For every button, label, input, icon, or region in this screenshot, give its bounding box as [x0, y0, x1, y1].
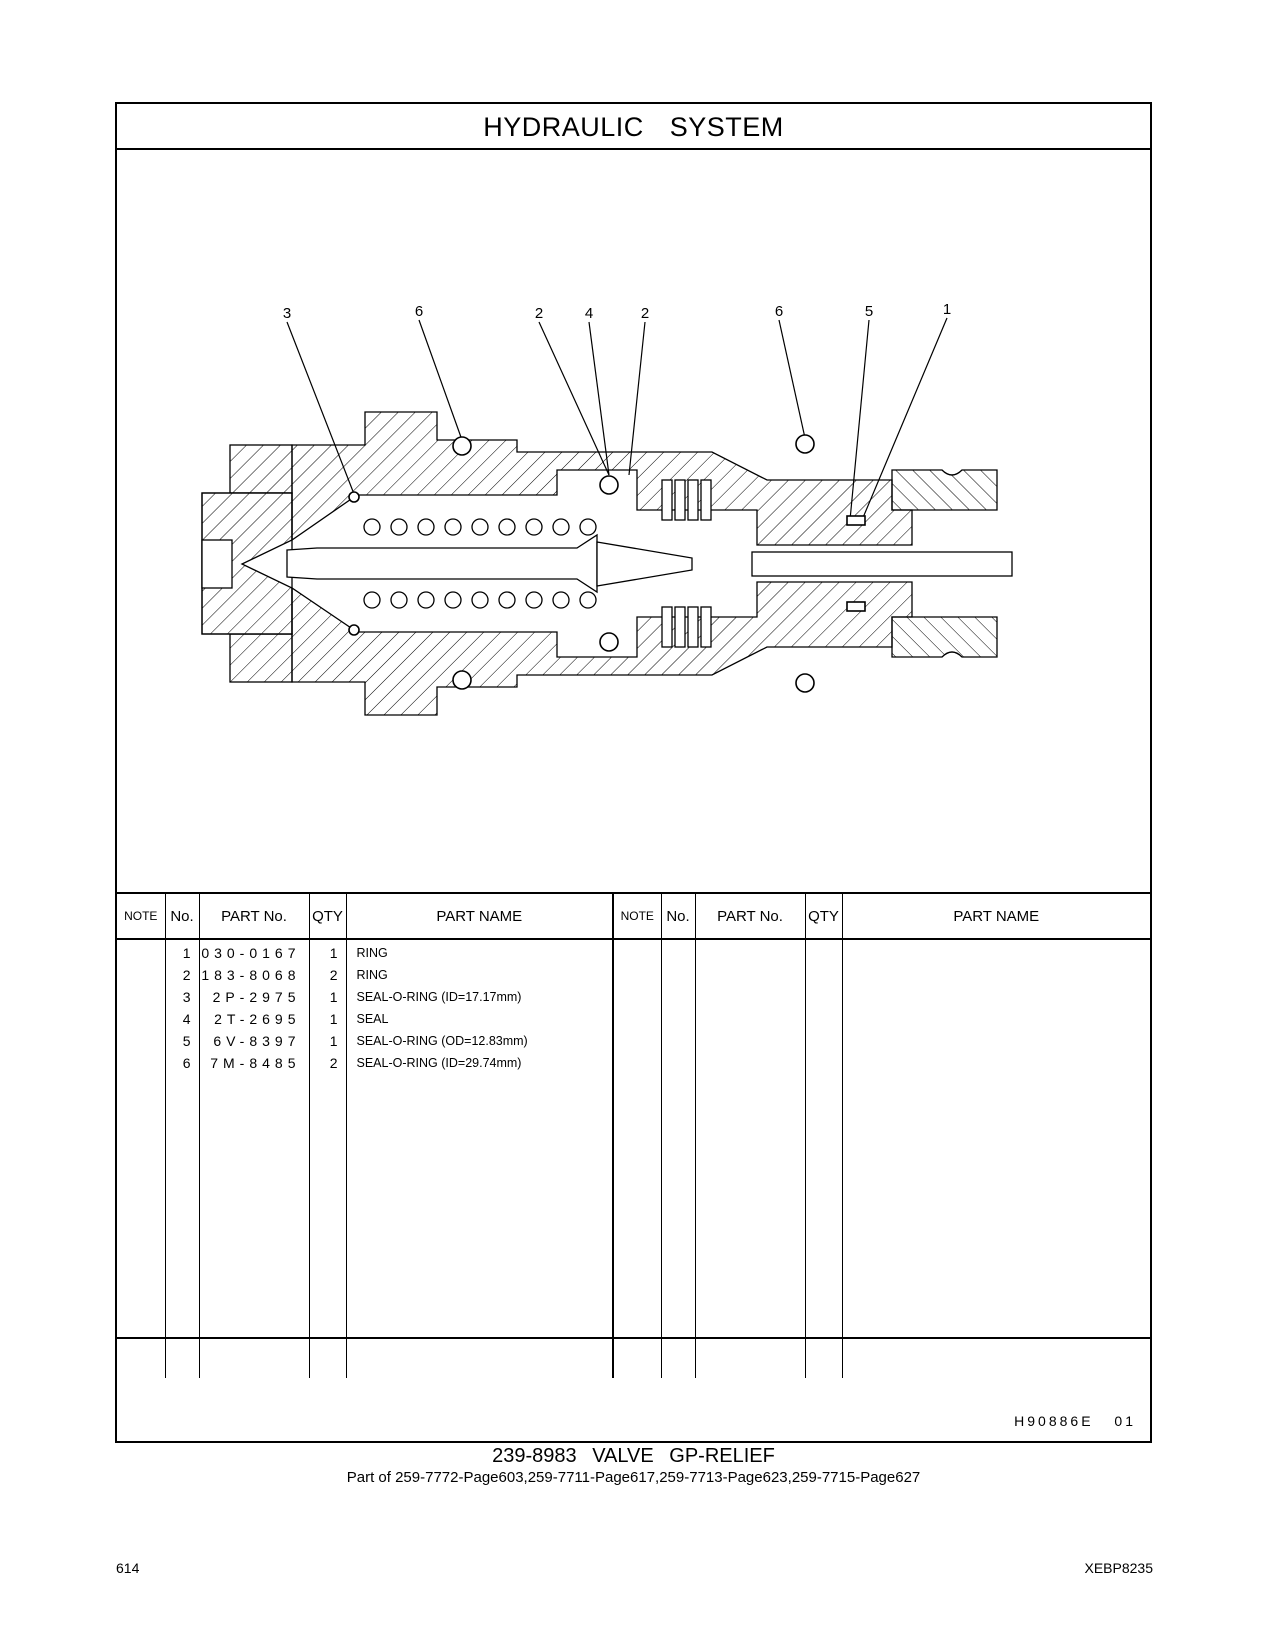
drawing-footer: H90886E 01: [117, 1337, 1150, 1443]
document-code: XEBP8235: [1084, 1560, 1154, 1576]
parts-table: NOTE No. PART No. QTY PART NAME NOTE No.…: [117, 892, 1150, 1378]
item-no: 2: [182, 967, 191, 983]
quantity: 1: [329, 945, 338, 961]
quantity: 1: [329, 1033, 338, 1049]
item-no: 4: [182, 1011, 191, 1027]
part-number: 183-8068: [201, 967, 301, 983]
part-number: 7M-8485: [210, 1055, 301, 1071]
item-no: 5: [182, 1033, 191, 1049]
callout-label: 4: [585, 305, 593, 322]
table-body-row: 1 2 3 4 5 6 030-0167 183-8068 2P-2975 2T…: [117, 939, 1150, 1378]
assembly-title: 239-8983 VALVE GP-RELIEF: [492, 1445, 775, 1467]
no-column-right: [660, 939, 695, 1378]
qty-column: 1 2 1 1 1 2: [308, 939, 346, 1378]
valve-cross-section-diagram: 3 6 2 4 2 6 5 1: [117, 150, 1150, 892]
part-number: 030-0167: [201, 945, 301, 961]
col-header-note: NOTE: [117, 894, 165, 940]
item-no: 3: [182, 989, 191, 1005]
note-column-right: [612, 939, 661, 1378]
qty-column-right: [804, 939, 842, 1378]
item-no: 1: [182, 945, 191, 961]
item-no: 6: [182, 1055, 191, 1071]
part-name: RING: [356, 968, 388, 982]
page-number: 614: [116, 1560, 140, 1576]
part-number: 6V-8397: [213, 1033, 301, 1049]
callout-label: 6: [775, 303, 783, 320]
col-header-part-name: PART NAME: [345, 894, 613, 940]
note-column: [117, 939, 165, 1378]
col-header-part-no: PART No.: [198, 894, 309, 940]
table-header-row: NOTE No. PART No. QTY PART NAME NOTE No.…: [117, 894, 1150, 940]
part-no-column-right: [694, 939, 805, 1378]
callout-label: 2: [641, 305, 649, 322]
col-header-qty: QTY: [804, 894, 842, 940]
drawing-number: H90886E 01: [1014, 1413, 1136, 1429]
quantity: 1: [329, 989, 338, 1005]
callout-label: 5: [865, 303, 873, 320]
quantity: 2: [329, 967, 338, 983]
part-number: 2P-2975: [212, 989, 301, 1005]
part-name: SEAL-O-RING (ID=17.17mm): [356, 990, 522, 1004]
part-number: 2T-2695: [214, 1011, 301, 1027]
col-header-qty: QTY: [308, 894, 346, 940]
part-name: RING: [356, 946, 388, 960]
quantity: 1: [329, 1011, 338, 1027]
part-name-column-right: [841, 939, 1150, 1378]
page-title: HYDRAULIC SYSTEM: [117, 104, 1150, 150]
col-header-note: NOTE: [612, 894, 661, 940]
quantity: 2: [329, 1055, 338, 1071]
assembly-references: Part of 259-7772-Page603,259-7711-Page61…: [346, 1469, 921, 1486]
part-no-column: 030-0167 183-8068 2P-2975 2T-2695 6V-839…: [198, 939, 309, 1378]
part-name: SEAL: [356, 1012, 389, 1026]
callout-label: 2: [535, 305, 543, 322]
callout-label: 1: [943, 301, 951, 318]
col-header-part-no: PART No.: [694, 894, 805, 940]
callout-label: 3: [283, 305, 291, 322]
col-header-part-name: PART NAME: [841, 894, 1150, 940]
part-name: SEAL-O-RING (ID=29.74mm): [356, 1056, 522, 1070]
callout-label: 6: [415, 303, 423, 320]
part-name: SEAL-O-RING (OD=12.83mm): [356, 1034, 528, 1048]
page-frame: HYDRAULIC SYSTEM 3 6 2 4 2 6 5 1: [115, 102, 1152, 1443]
no-column: 1 2 3 4 5 6: [164, 939, 199, 1378]
part-name-column: RING RING SEAL-O-RING (ID=17.17mm) SEAL …: [345, 939, 613, 1378]
col-header-no: No.: [660, 894, 695, 940]
col-header-no: No.: [164, 894, 199, 940]
